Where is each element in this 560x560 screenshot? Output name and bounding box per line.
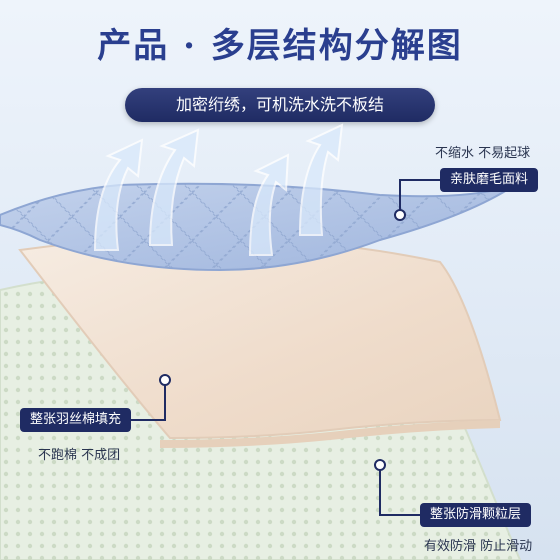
layer-3-label: 整张防滑颗粒层 [420, 503, 532, 527]
airflow-arrows-icon [93, 123, 344, 256]
subtitle-banner: 加密绗绣，可机洗水洗不板结 [125, 88, 435, 122]
page-title: 产品 · 多层结构分解图 [97, 26, 463, 66]
layer-1-label: 亲肤磨毛面料 [440, 168, 539, 192]
layer-2-label: 整张羽丝棉填充 [20, 408, 132, 432]
layer-3-note: 有效防滑 防止滑动 [424, 539, 533, 554]
layer-2-note: 不跑棉 不成团 [38, 448, 121, 463]
callout-markers [159, 209, 406, 471]
callout-lines [125, 179, 440, 516]
layer-1-note: 不缩水 不易起球 [435, 146, 531, 161]
